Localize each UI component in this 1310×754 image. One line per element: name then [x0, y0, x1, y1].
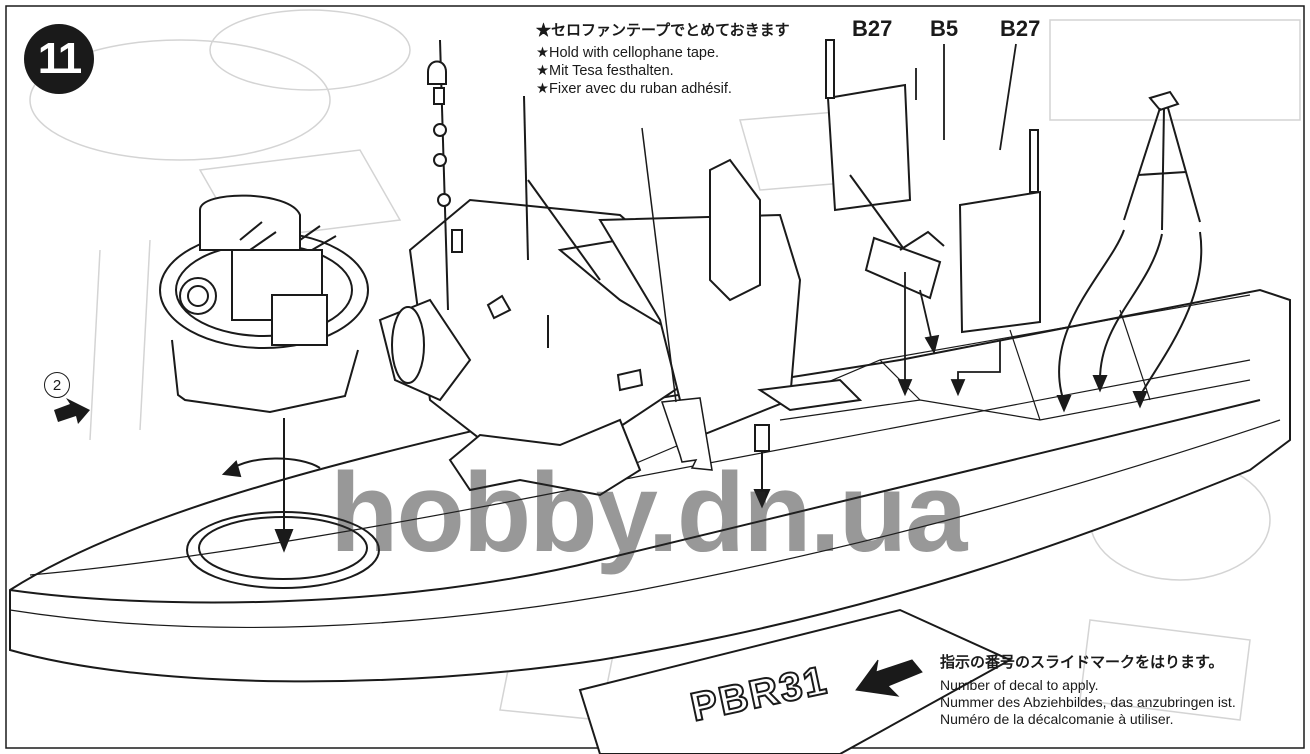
decal-legend-fr: Numéro de la décalcomanie à utiliser. — [940, 711, 1174, 727]
decal-legend-de: Nummer des Abziehbildes, das anzubringen… — [940, 694, 1236, 710]
insert-arrow — [54, 398, 90, 424]
tripod-mast — [1056, 90, 1203, 413]
tape-note: ★セロファンテープでとめておきます ★Hold with cellophane … — [536, 22, 790, 98]
deck-fitting-arrow — [753, 424, 771, 509]
tape-note-de: ★Mit Tesa festhalten. — [536, 63, 674, 79]
assembly-arrows-panels — [897, 43, 1017, 397]
part-label-b27-right: B27 — [1000, 16, 1041, 41]
cellophane-tape — [641, 127, 713, 471]
sub-step-marker: 2 — [44, 372, 70, 398]
decal-legend-en: Number of decal to apply. — [940, 677, 1099, 693]
radar-panels — [825, 39, 1041, 334]
tape-note-fr: ★Fixer avec du ruban adhésif. — [536, 81, 732, 97]
cabin-superstructure — [378, 158, 863, 497]
step-number-badge: 11 — [24, 24, 94, 94]
bleed-through-background — [29, 9, 1301, 721]
decal-legend-jp: 指示の番号のスライドマークをはります。 — [940, 654, 1224, 671]
part-label-b27-left: B27 — [852, 16, 893, 41]
tape-note-en: ★Hold with cellophane tape. — [536, 45, 720, 61]
assembly-arrow-turret — [221, 418, 321, 553]
tape-note-jp: ★セロファンテープでとめておきます — [536, 22, 790, 39]
decal-slide-arrow — [855, 659, 923, 697]
decal-legend: 指示の番号のスライドマークをはります。 Number of decal to a… — [940, 654, 1236, 728]
masts-and-antennas — [427, 39, 601, 348]
watermark: hobby.dn.ua — [330, 450, 967, 575]
forward-turret-tub — [159, 194, 369, 414]
part-label-b5: B5 — [930, 16, 959, 41]
